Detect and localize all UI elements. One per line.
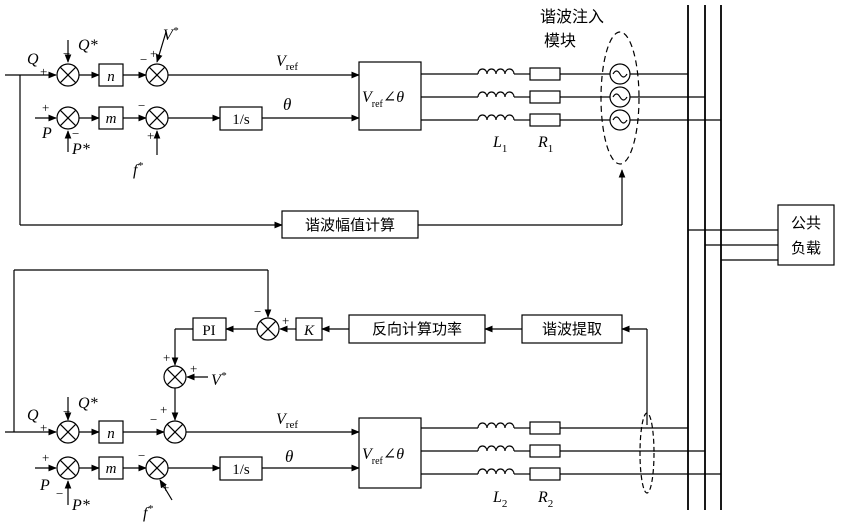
p-star-minus-top: − <box>72 126 79 141</box>
lower-inverter-control: − + K 反向计算功率 谐波提取 PI + + <box>5 270 647 522</box>
p-plus-top: + <box>42 100 49 115</box>
v-sum-minus-top: − <box>140 52 147 67</box>
vref-label-lower: Vref <box>276 411 298 431</box>
pi-controller-label: PI <box>202 323 215 339</box>
sum-junction-p-lower <box>57 457 79 479</box>
reverse-power-calc-label: 反向计算功率 <box>372 320 462 338</box>
p-star-label-top: P* <box>71 141 90 158</box>
q-plus-lower: + <box>40 420 47 435</box>
integrator-top-label: 1/s <box>232 112 250 128</box>
f-star-label-top: f* <box>133 160 143 179</box>
q-label-top: Q <box>27 51 39 68</box>
q-star-label-top: Q* <box>78 37 98 54</box>
f-sum-minus-lower: − <box>138 448 145 463</box>
harmonic-extract-label: 谐波提取 <box>542 320 602 338</box>
f-sum-minus-top: − <box>138 98 145 113</box>
common-load-label-line1: 公共 <box>791 214 821 232</box>
r2-label: R2 <box>537 489 553 510</box>
v-sum-minus-lower: − <box>150 412 157 427</box>
p-label-lower: P <box>39 477 50 494</box>
sum-junction-f-top <box>146 107 168 129</box>
load-wires <box>688 230 778 260</box>
gain-k-label: K <box>303 323 315 339</box>
v-sum-plus-lower: + <box>160 402 167 417</box>
gain-m-top-label: m <box>106 111 117 127</box>
theta-label-top: θ <box>283 95 291 114</box>
p-star-label-lower: P* <box>71 497 90 514</box>
upper-power-lines <box>421 32 721 164</box>
common-load-box: 公共 负载 <box>778 205 834 265</box>
k-sum-plus: + <box>282 313 289 328</box>
vref-label-top: Vref <box>276 53 298 73</box>
gain-n-top-label: n <box>107 69 115 85</box>
f-star-label-lower: f* <box>143 503 153 522</box>
harmonic-injection-label-line2: 模块 <box>544 31 576 50</box>
lower-power-lines <box>421 413 721 493</box>
vstar-sum-plus-right: + <box>190 361 197 376</box>
vstar-sum-plus-left: + <box>163 350 170 365</box>
sum-junction-v-lower <box>164 421 186 443</box>
v-sum-plus-top: + <box>150 46 157 61</box>
bus-bars <box>688 5 721 510</box>
harmonic-amplitude-calc-label: 谐波幅值计算 <box>305 216 395 234</box>
p-label-top: P <box>41 125 52 142</box>
common-load-label-line2: 负载 <box>791 239 821 257</box>
k-sum-minus: − <box>254 304 261 319</box>
sum-junction-f-lower <box>146 457 168 479</box>
f-sum-plus-top: + <box>147 128 154 143</box>
p-star-minus-lower: − <box>56 486 63 501</box>
sum-junction-k <box>257 318 279 340</box>
q-plus-top: + <box>40 64 47 79</box>
gain-m-lower-label: m <box>106 461 117 477</box>
q-star-minus-top: − <box>63 46 70 61</box>
integrator-lower-label: 1/s <box>232 462 250 478</box>
r1-label: R1 <box>537 134 553 155</box>
l2-label: L2 <box>492 489 507 510</box>
l1-label: L1 <box>492 134 507 155</box>
harmonic-injection-label-line1: 谐波注入 <box>540 7 604 26</box>
sum-junction-q-lower <box>57 421 79 443</box>
q-star-minus-lower: − <box>63 404 70 419</box>
v-star-label-lower: V* <box>211 370 227 389</box>
q-label-lower: Q <box>27 407 39 424</box>
p-plus-lower: + <box>42 450 49 465</box>
gain-n-lower-label: n <box>107 426 115 442</box>
sum-junction-vstar-lower <box>164 366 186 388</box>
sum-junction-v-top <box>146 64 168 86</box>
sum-junction-q-top <box>57 64 79 86</box>
q-star-label-lower: Q* <box>78 395 98 412</box>
theta-label-lower: θ <box>285 447 293 466</box>
upper-inverter-control: Q + Q* − n − + V* Vref + P <box>5 25 622 238</box>
v-star-label-top: V* <box>163 25 179 44</box>
